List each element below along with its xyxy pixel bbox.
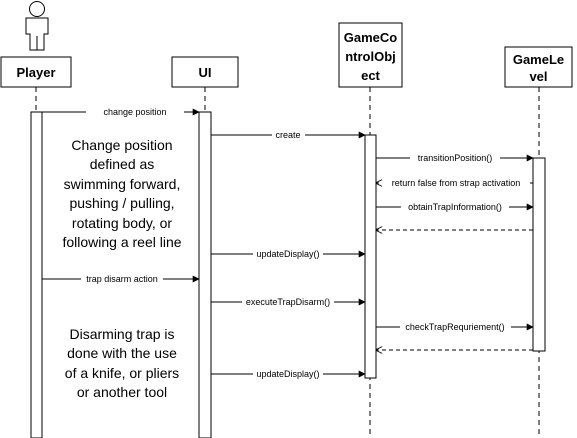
note-line: swimming forward, [64,176,181,192]
lifeline-head-gamelevel: GameLe vel [504,46,573,88]
lifeline-label: ntrolObj [345,49,396,64]
lifeline-label: vel [529,69,547,84]
lifeline-head-ui: UI [171,56,239,88]
message-label: create [275,130,300,140]
message-label: updateDisplay() [256,369,319,379]
message-label: executeTrapDisarm() [246,297,330,307]
activation-bar-gamelevel [532,157,546,352]
note-change-position: Change position defined as swimming forw… [62,137,181,250]
note-line: Change position [71,137,172,153]
note-line: done with the use [67,345,177,361]
message-label: change position [103,107,166,117]
lifeline-head-player: Player [0,56,72,88]
note-line: defined as [90,156,155,172]
activation-bar-player [30,111,43,438]
note-line: following a reel line [62,234,181,250]
message-label: obtainTrapInformation() [408,202,502,212]
message-label: updateDisplay() [256,249,319,259]
actor-icon [25,1,49,51]
note-line: of a knife, or pliers [65,365,179,381]
message-label: trap disarm action [86,274,158,284]
message-label: checkTrapRequriement() [405,322,504,332]
lifeline-label: GameCo [344,30,398,45]
lifeline-label: UI [199,65,212,80]
message-label: transitionPosition() [418,153,493,163]
note-line: Disarming trap is [69,326,174,342]
activation-bar-gamecontrolobject [364,134,377,379]
activation-bar-ui [198,111,212,438]
note-line: or another tool [77,384,167,400]
message-label: return false from strap activation [392,178,521,188]
lifeline-head-gamecontrolobject: GameCo ntrolObj ect [338,22,403,88]
note-line: pushing / pulling, [69,195,174,211]
lifeline-label: GameLe [513,52,564,67]
lifeline-label: Player [16,65,55,80]
lifeline-label: ect [361,68,380,83]
note-disarming-trap: Disarming trap is done with the use of a… [65,326,179,400]
note-line: rotating body, or [72,215,172,231]
